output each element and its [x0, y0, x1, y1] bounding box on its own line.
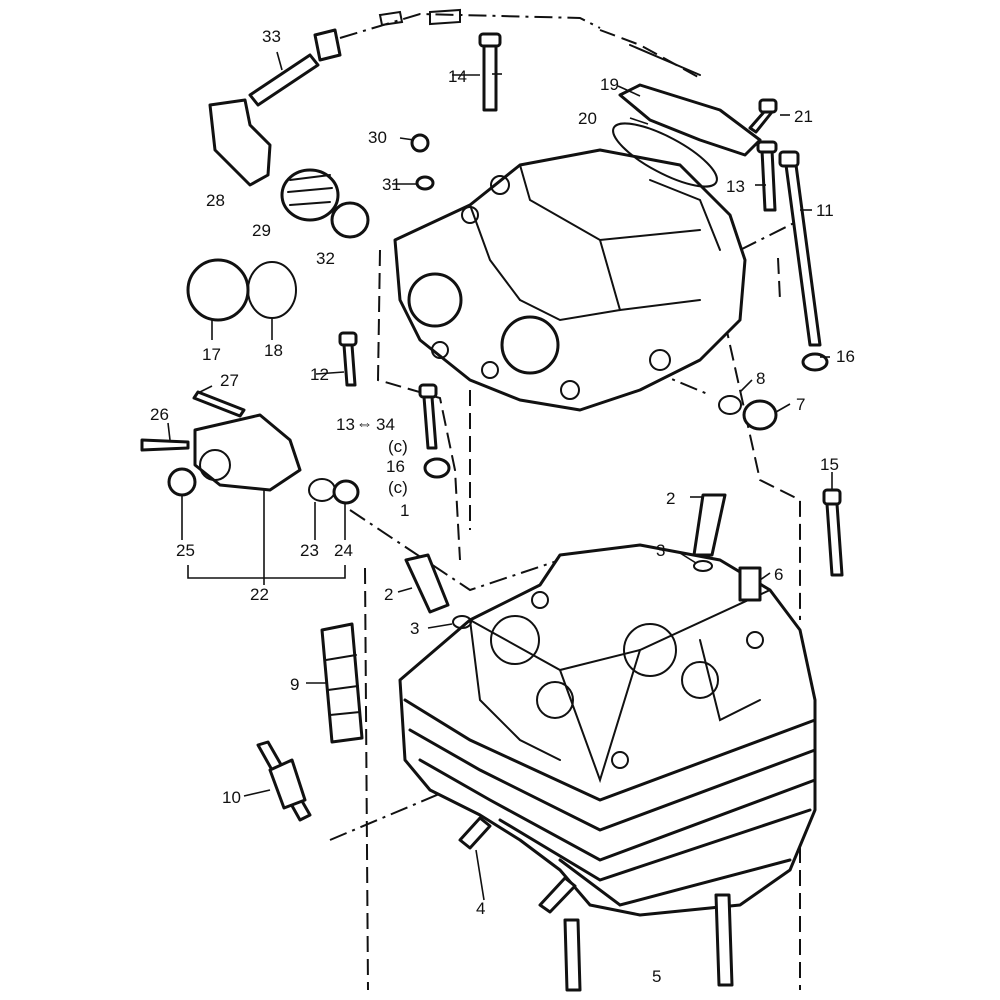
callout-16-right: 16	[836, 347, 855, 366]
callout-26: 26	[150, 405, 169, 424]
callout-c-upper: (c)	[388, 437, 408, 456]
callout-1: 1	[400, 501, 409, 520]
callout-labels: 33 14 19 20 21 30 31 13 28 11 29 32 17 1…	[150, 27, 855, 986]
callout-6: 6	[774, 565, 783, 584]
callout-33: 33	[262, 27, 281, 46]
head-cover	[393, 148, 747, 412]
callout-29: 29	[252, 221, 271, 240]
cylinder-head	[398, 543, 817, 917]
callout-5: 5	[652, 967, 661, 986]
callout-27: 27	[220, 371, 239, 390]
small-parts	[140, 8, 844, 992]
callout-15: 15	[820, 455, 839, 474]
callout-16-left: 16	[386, 457, 405, 476]
callout-13-upper: 13	[726, 177, 745, 196]
callout-22: 22	[250, 585, 269, 604]
callout-17: 17	[202, 345, 221, 364]
callout-7: 7	[796, 395, 805, 414]
callout-11: 11	[816, 201, 834, 220]
callout-30: 30	[368, 128, 387, 147]
leader-lines	[167, 51, 833, 901]
callout-23: 23	[300, 541, 319, 560]
callout-3-left: 3	[410, 619, 419, 638]
callout-10: 10	[222, 788, 241, 807]
callout-2-left: 2	[384, 585, 393, 604]
callout-28: 28	[206, 191, 225, 210]
callout-31: 31	[382, 175, 401, 194]
callout-2-right: 2	[666, 489, 675, 508]
callout-4: 4	[476, 899, 485, 918]
callout-25: 25	[176, 541, 195, 560]
callout-34: 34	[376, 415, 395, 434]
callout-24: 24	[334, 541, 353, 560]
callout-8: 8	[756, 369, 765, 388]
callout-19: 19	[600, 75, 619, 94]
callout-20: 20	[578, 109, 597, 128]
callout-9: 9	[290, 675, 299, 694]
callout-12: 12	[310, 365, 329, 384]
callout-c-lower: (c)	[388, 478, 408, 497]
callout-13-lower: 13	[336, 415, 355, 434]
callout-32: 32	[316, 249, 335, 268]
callout-21: 21	[794, 107, 813, 126]
callout-14: 14	[448, 67, 467, 86]
callout-3-right: 3	[656, 541, 665, 560]
callout-18: 18	[264, 341, 283, 360]
arrow-13-34: ⇔	[356, 414, 373, 433]
